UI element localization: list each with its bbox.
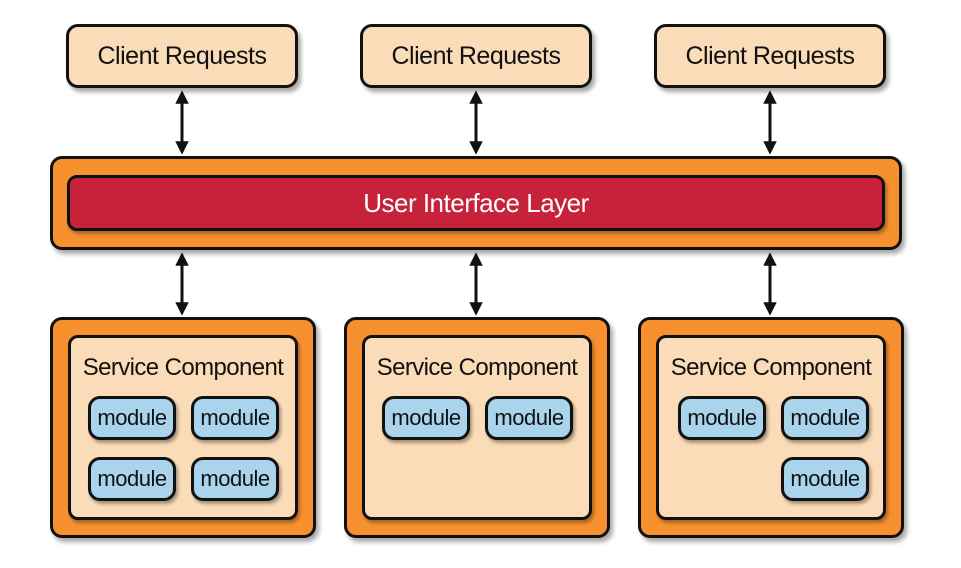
module-box: module: [781, 457, 869, 501]
module-box: module: [88, 457, 176, 501]
module-box: module: [485, 396, 573, 440]
module-box: module: [191, 396, 279, 440]
service-component-title: Service Component: [376, 354, 578, 381]
service-component-frame-2: Service Component module module: [344, 317, 610, 538]
service-component-frame-1: Service Component module module module m…: [50, 317, 316, 538]
module-box: module: [678, 396, 766, 440]
user-interface-layer: User Interface Layer: [67, 175, 885, 231]
service-component-frame-3: Service Component module module module: [638, 317, 904, 538]
service-component-3: Service Component module module module: [656, 335, 886, 520]
module-box: module: [781, 396, 869, 440]
module-box: module: [88, 396, 176, 440]
service-component-title: Service Component: [82, 354, 284, 381]
client-requests-box-1: Client Requests: [66, 24, 298, 88]
service-component-2: Service Component module module: [362, 335, 592, 520]
client-requests-box-2: Client Requests: [360, 24, 592, 88]
user-interface-layer-frame: User Interface Layer: [50, 156, 902, 250]
module-box: module: [191, 457, 279, 501]
service-component-title: Service Component: [670, 354, 872, 381]
service-component-1: Service Component module module module m…: [68, 335, 298, 520]
client-requests-box-3: Client Requests: [654, 24, 886, 88]
module-box: module: [382, 396, 470, 440]
